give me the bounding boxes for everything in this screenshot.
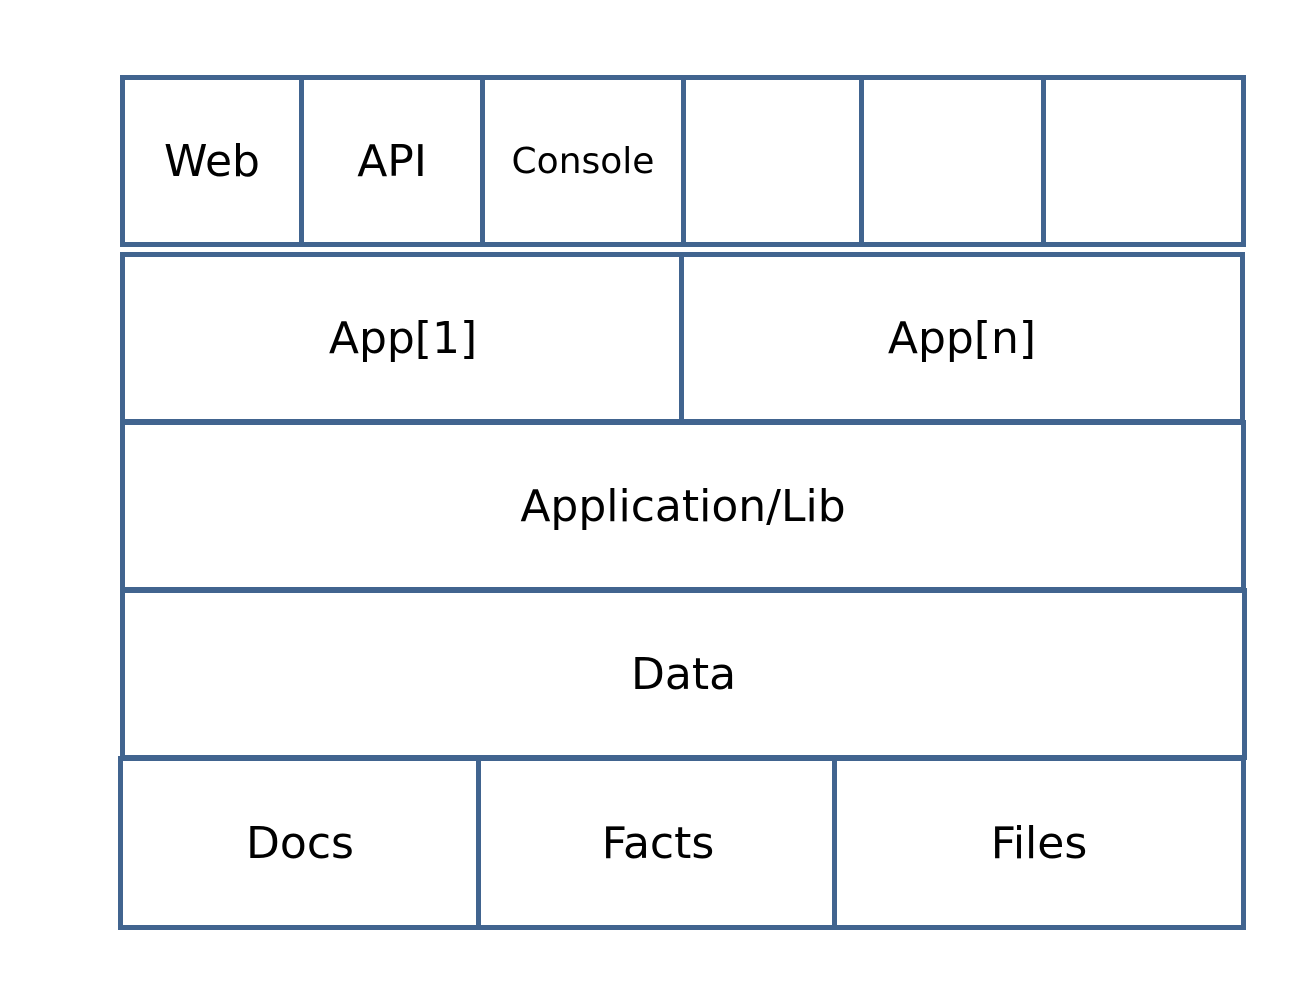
box-app-n: App[n] <box>679 252 1245 424</box>
box-files: Files <box>832 756 1246 930</box>
box-console: Console <box>480 75 686 247</box>
box-web-label: Web <box>164 135 260 187</box>
box-data-label: Data <box>630 648 737 700</box>
box-console-label: Console <box>511 140 655 182</box>
box-api-label: API <box>357 135 427 187</box>
box-app-n-label: App[n] <box>887 312 1037 364</box>
box-application-lib-label: Application/Lib <box>520 480 846 532</box>
box-facts: Facts <box>476 756 840 930</box>
box-app-1: App[1] <box>120 252 686 424</box>
box-facts-label: Facts <box>601 817 715 869</box>
box-app-1-label: App[1] <box>328 312 478 364</box>
box-data: Data <box>120 588 1247 760</box>
box-empty-1 <box>681 75 864 247</box>
box-application-lib: Application/Lib <box>120 420 1246 592</box>
box-web: Web <box>120 75 304 247</box>
box-empty-2 <box>859 75 1049 247</box>
box-docs: Docs <box>118 756 482 930</box>
box-empty-3 <box>1041 75 1246 247</box>
box-api: API <box>299 75 485 247</box>
box-files-label: Files <box>990 817 1088 869</box>
box-docs-label: Docs <box>246 817 354 869</box>
